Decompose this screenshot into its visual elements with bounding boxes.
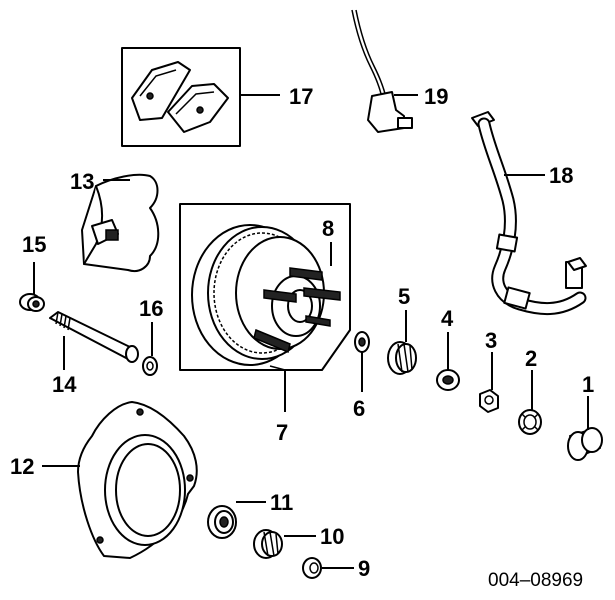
part-19-sensor xyxy=(351,9,413,133)
part-10-bearing xyxy=(253,529,283,559)
callout-18: 18 xyxy=(549,163,573,188)
callout-19: 19 xyxy=(424,84,448,109)
part-7-hub-rotor xyxy=(179,203,351,371)
part-15-bushing xyxy=(19,293,45,312)
part-14-guide-pin xyxy=(49,311,139,363)
diagram-code: 004–08969 xyxy=(488,570,583,591)
callout-6: 6 xyxy=(353,396,365,421)
part-11-seal xyxy=(207,505,237,539)
part-12-dust-shield xyxy=(77,401,198,559)
callout-5: 5 xyxy=(398,284,410,309)
callout-15: 15 xyxy=(22,232,46,257)
part-9-cup xyxy=(302,557,322,579)
part-1-grease-cap xyxy=(567,427,603,461)
part-13-caliper xyxy=(81,173,160,272)
callout-12: 12 xyxy=(10,454,34,479)
part-3-nut xyxy=(479,389,499,413)
callout-2: 2 xyxy=(525,346,537,371)
callout-4: 4 xyxy=(441,306,454,331)
part-6-washer xyxy=(354,331,370,353)
part-16-washer xyxy=(142,356,158,376)
callout-11: 11 xyxy=(270,490,293,515)
part-18-brake-hose xyxy=(471,111,587,316)
callout-16: 16 xyxy=(139,296,163,321)
callout-1: 1 xyxy=(582,372,594,397)
callout-14: 14 xyxy=(52,372,77,397)
callout-13: 13 xyxy=(70,169,94,194)
part-17-brake-pads xyxy=(121,47,241,147)
callout-17: 17 xyxy=(289,84,313,109)
callout-8: 8 xyxy=(322,216,334,241)
callout-3: 3 xyxy=(485,328,497,353)
callout-7: 7 xyxy=(276,420,288,445)
callout-9: 9 xyxy=(358,556,370,581)
part-2-lock-ring xyxy=(518,409,542,435)
part-5-bearing xyxy=(387,341,417,375)
part-4-washer xyxy=(436,369,460,391)
callout-10: 10 xyxy=(320,524,344,549)
